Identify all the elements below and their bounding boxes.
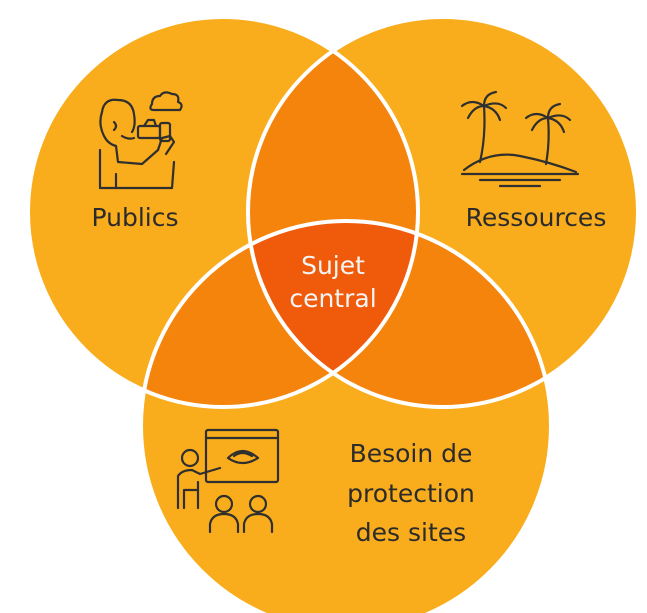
overlap-ressources-besoin (248, 221, 551, 407)
palm-island-icon (460, 90, 580, 188)
label-ressources: Ressources (466, 203, 607, 232)
teacher-presentation-icon (176, 428, 280, 534)
outline-besoin (139, 219, 553, 613)
label-center-line-1: Sujet (301, 251, 365, 280)
label-besoin-line-3: des sites (356, 518, 466, 547)
label-besoin-line-1: Besoin de (350, 439, 473, 468)
overlap-publics-besoin (141, 221, 418, 407)
label-center-line-2: central (289, 284, 376, 313)
person-with-binoculars-icon (98, 91, 183, 190)
label-besoin-line-2: protection (347, 479, 475, 508)
outline-ressources (246, 15, 640, 409)
outline-publics (26, 15, 420, 409)
label-publics: Publics (91, 203, 178, 232)
